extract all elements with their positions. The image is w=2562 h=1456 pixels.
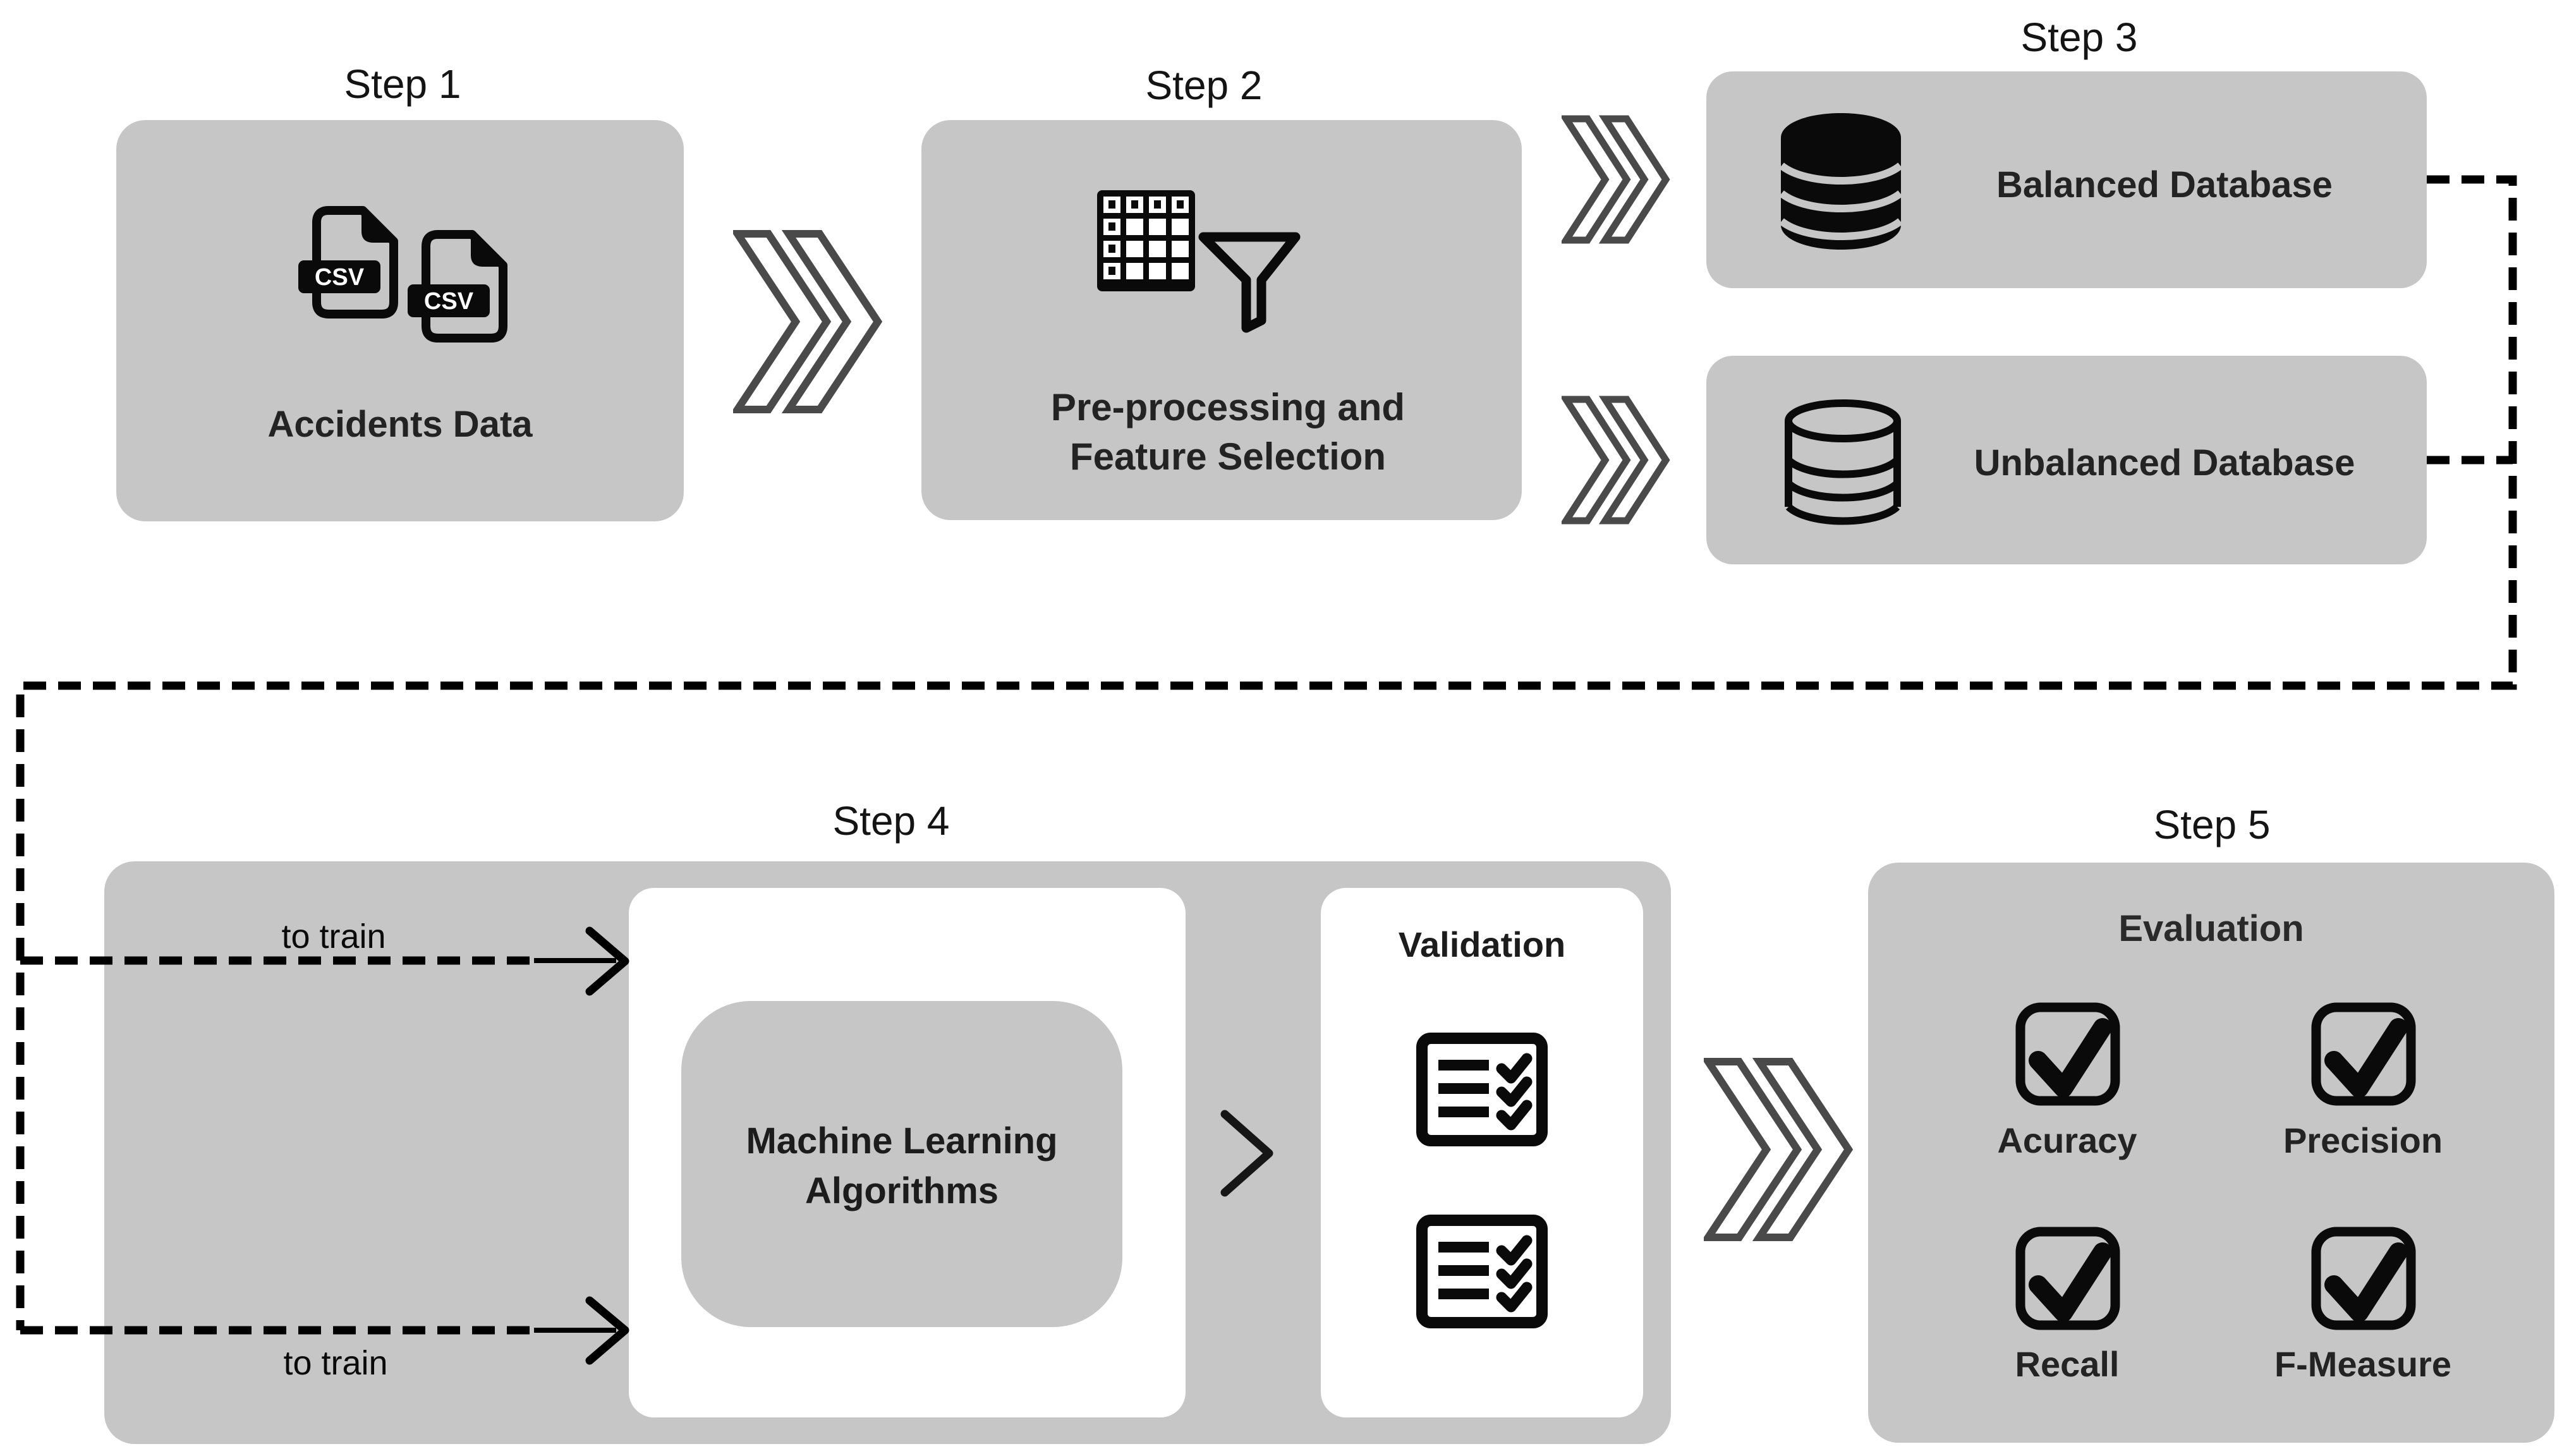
step3-label: Step 3 <box>2020 15 2138 60</box>
csv-file-back-icon: CSV <box>298 206 398 318</box>
to-train-label-bottom: to train <box>283 1344 388 1382</box>
step2-title: Pre-processing and Feature Selection <box>1050 386 1405 478</box>
step1-label: Step 1 <box>344 61 461 107</box>
double-chevron-icon <box>733 230 882 413</box>
svg-text:CSV: CSV <box>315 264 365 291</box>
metric-label: Recall <box>2015 1344 2120 1384</box>
metric-label: F-Measure <box>2274 1344 2452 1384</box>
database-outline-icon <box>1785 399 1901 525</box>
checkbox-checked-icon <box>2311 1002 2416 1106</box>
metric-label: Acuracy <box>1997 1120 2137 1160</box>
double-chevron-icon <box>1704 1058 1853 1241</box>
validation-label: Validation <box>1398 925 1566 964</box>
step2-label: Step 2 <box>1145 63 1263 108</box>
checkbox-checked-icon <box>2311 1227 2416 1330</box>
svg-text:CSV: CSV <box>424 288 474 315</box>
data-table-icon <box>1097 190 1195 291</box>
metric-label: Precision <box>2283 1120 2443 1160</box>
checklist-icon <box>1416 1033 1548 1146</box>
step5-label: Step 5 <box>2153 802 2271 847</box>
checkbox-checked-icon <box>2015 1002 2120 1106</box>
evaluation-title: Evaluation <box>2118 908 2304 949</box>
checklist-icon <box>1416 1215 1548 1328</box>
balanced-database-label: Balanced Database <box>1996 164 2333 205</box>
to-train-label-top: to train <box>281 918 386 956</box>
database-filled-icon <box>1781 113 1901 250</box>
csv-files-icon: CSV CSV <box>298 206 507 343</box>
ml-algorithms-label: Machine Learning Algorithms <box>746 1120 1058 1211</box>
filter-funnel-icon <box>1198 232 1301 333</box>
step1-title: Accidents Data <box>267 404 533 445</box>
double-chevron-icon <box>1562 396 1670 525</box>
step4-label: Step 4 <box>832 798 950 844</box>
validation-panel <box>1321 888 1643 1417</box>
double-chevron-icon <box>1562 115 1670 244</box>
checkbox-checked-icon <box>2015 1227 2120 1330</box>
csv-file-front-icon: CSV <box>408 230 507 343</box>
unbalanced-database-label: Unbalanced Database <box>1974 442 2355 483</box>
